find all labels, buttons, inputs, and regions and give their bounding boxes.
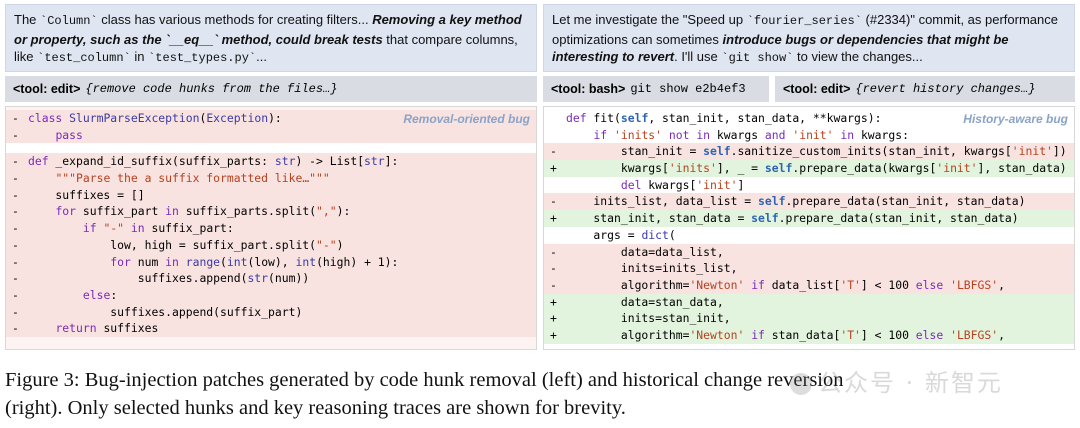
caption-line-2: (right). Only selected hunks and key rea… bbox=[5, 397, 626, 419]
diff-line: - suffixes.append(suffix_part) bbox=[6, 303, 536, 321]
diff-line: - for suffix_part in suffix_parts.split(… bbox=[6, 203, 536, 221]
diff-line: del kwargs['init'] bbox=[544, 176, 1074, 194]
diff-line: - stan_init = self.sanitize_custom_inits… bbox=[544, 143, 1074, 161]
removal-bug-tag: Removal-oriented bug bbox=[403, 112, 530, 126]
diff-line: if 'inits' not in kwargs and 'init' in k… bbox=[544, 126, 1074, 144]
diff-line: - inits=inits_list, bbox=[544, 260, 1074, 277]
diff-line: args = dict( bbox=[544, 226, 1074, 244]
right-panel: Let me investigate the "Speed up `fourie… bbox=[543, 4, 1075, 350]
history-bug-tag: History-aware bug bbox=[963, 112, 1068, 126]
diff-line: - """Parse the a suffix formatted like…"… bbox=[6, 170, 536, 187]
tool-call-edit: <tool: edit>{revert history changes…} bbox=[775, 76, 1075, 102]
caption-line-1: Figure 3: Bug-injection patches generate… bbox=[5, 369, 844, 391]
diff-line: + data=stan_data, bbox=[544, 293, 1074, 311]
code-diff-history: History-aware bug def fit(self, stan_ini… bbox=[543, 106, 1075, 350]
reasoning-trace-removal: The `Column` class has various methods f… bbox=[5, 4, 537, 72]
tool-call-row: <tool: bash>git show e2b4ef3 <tool: edit… bbox=[543, 76, 1075, 102]
tool-call-row: <tool: edit>{remove code hunks from the … bbox=[5, 76, 537, 102]
diff-line: + algorithm='Newton' if stan_data['T'] <… bbox=[544, 326, 1074, 344]
diff-line: - suffixes = [] bbox=[6, 186, 536, 204]
diff-line: - for num in range(int(low), int(high) +… bbox=[6, 253, 536, 271]
diff-line: + stan_init, stan_data = self.prepare_da… bbox=[544, 210, 1074, 227]
diff-line: -def _expand_id_suffix(suffix_parts: str… bbox=[6, 153, 536, 171]
diff-line: - data=data_list, bbox=[544, 243, 1074, 261]
code-diff-removal: Removal-oriented bug -class SlurmParseEx… bbox=[5, 106, 537, 350]
diff-line: def fit(self, stan_init, stan_data, **kw… bbox=[544, 110, 1074, 127]
diff-line: - else: bbox=[6, 286, 536, 304]
reasoning-trace-history: Let me investigate the "Speed up `fourie… bbox=[543, 4, 1075, 72]
tool-call-edit: <tool: edit>{remove code hunks from the … bbox=[5, 76, 537, 102]
figure-caption: Figure 3: Bug-injection patches generate… bbox=[5, 366, 1077, 422]
left-panel: The `Column` class has various methods f… bbox=[5, 4, 537, 350]
diff-line: - algorithm='Newton' if data_list['T'] <… bbox=[544, 276, 1074, 294]
diff-line: - return suffixes bbox=[6, 320, 536, 337]
diff-gap bbox=[6, 143, 536, 154]
diff-line: -class SlurmParseException(Exception): bbox=[6, 110, 536, 127]
diff-line: - suffixes.append(str(num)) bbox=[6, 270, 536, 287]
diff-line: - pass bbox=[6, 126, 536, 144]
diff-line: - if "-" in suffix_part: bbox=[6, 220, 536, 237]
diff-line: - low, high = suffix_part.split("-") bbox=[6, 236, 536, 254]
diff-line: + inits=stan_init, bbox=[544, 310, 1074, 327]
tool-call-bash: <tool: bash>git show e2b4ef3 bbox=[543, 76, 769, 102]
diff-line: - inits_list, data_list = self.prepare_d… bbox=[544, 193, 1074, 211]
diff-line: + kwargs['inits'], _ = self.prepare_data… bbox=[544, 160, 1074, 177]
